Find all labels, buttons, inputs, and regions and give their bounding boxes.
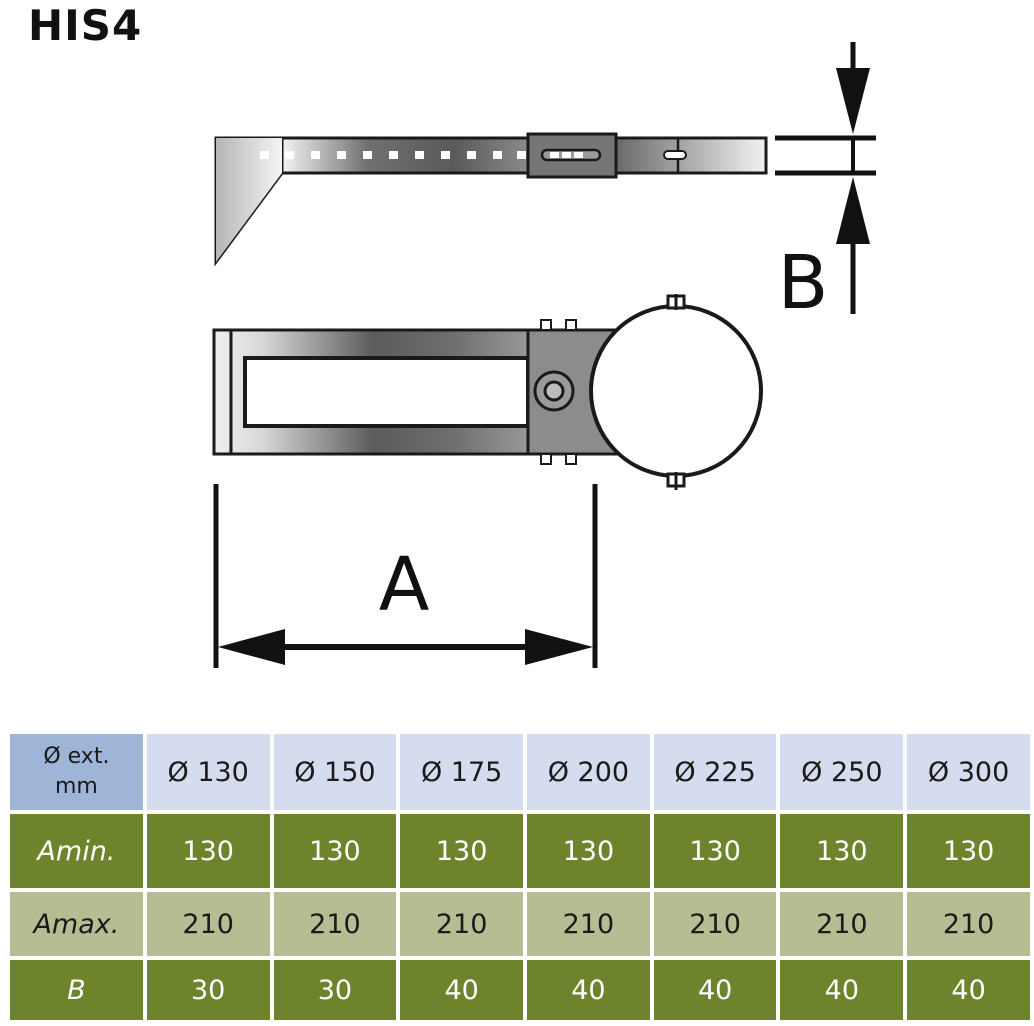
table-cell: 210: [273, 892, 397, 956]
header-diameter-cell: Ø 300: [907, 734, 1030, 810]
dimension-a: A: [213, 484, 598, 668]
table-cell: 210: [146, 892, 270, 956]
table-cell: 40: [400, 960, 524, 1020]
table-cell: 40: [527, 960, 650, 1020]
header-diameter-cell: Ø 250: [780, 734, 904, 810]
top-view-assembly: [212, 294, 763, 490]
table-cell: 130: [400, 814, 524, 888]
header-diameter-cell: Ø 130: [146, 734, 270, 810]
slot-holes: [260, 151, 526, 159]
product-title: HIS4: [28, 1, 143, 50]
technical-drawing: A B: [212, 42, 876, 668]
table-cell: 210: [780, 892, 904, 956]
table-cell: 210: [527, 892, 650, 956]
header-diameter-cell: Ø 200: [527, 734, 650, 810]
bracket-end: [614, 136, 768, 175]
dimension-b-label: B: [778, 240, 829, 326]
arrow-a-left: [218, 629, 285, 665]
pipe-ring: [589, 304, 763, 478]
table-cell: 40: [907, 960, 1030, 1020]
table-cell: 130: [527, 814, 650, 888]
frame-window: [243, 356, 530, 428]
table-row-b: B 30 30 40 40 40 40 40: [10, 960, 1030, 1020]
table-cell: 210: [907, 892, 1030, 956]
ring-bottom-tab: [666, 472, 686, 490]
row-label-amin: Amin.: [10, 814, 143, 888]
table-cell: 130: [273, 814, 397, 888]
table-cell: 130: [907, 814, 1030, 888]
bracket-leg-overlay: [216, 138, 282, 262]
table-cell: 210: [400, 892, 524, 956]
arrow-b-bottom: [836, 177, 870, 244]
header-corner-line-1: Ø ext.: [43, 744, 110, 769]
table-header-row: Ø ext. mm Ø 130 Ø 150 Ø 175 Ø 200 Ø 225 …: [10, 734, 1030, 810]
header-diameter-cell: Ø 150: [273, 734, 397, 810]
table-cell: 30: [273, 960, 397, 1020]
dimensions-table: Ø ext. mm Ø 130 Ø 150 Ø 175 Ø 200 Ø 225 …: [6, 730, 1034, 1024]
table-cell: 30: [146, 960, 270, 1020]
row-label-b: B: [10, 960, 143, 1020]
table-cell: 40: [653, 960, 777, 1020]
header-diameter-cell: Ø 175: [400, 734, 524, 810]
dimension-a-label: A: [379, 542, 430, 628]
dimension-b: B: [775, 42, 876, 326]
side-view-bracket: [214, 132, 768, 267]
bracket-arm: [280, 136, 530, 175]
table-cell: 130: [653, 814, 777, 888]
header-corner-cell: Ø ext. mm: [10, 734, 143, 810]
table-cell: 40: [780, 960, 904, 1020]
table-cell: 210: [653, 892, 777, 956]
header-corner-line-2: mm: [54, 774, 98, 799]
arrow-b-top: [836, 68, 870, 134]
table-cell: 130: [780, 814, 904, 888]
row-label-amax: Amax.: [10, 892, 143, 956]
bolt-inner: [543, 380, 565, 402]
table-cell: 130: [146, 814, 270, 888]
table-row-amin: Amin. 130 130 130 130 130 130 130: [10, 814, 1030, 888]
ring-top-tab: [666, 294, 686, 310]
table-row-amax: Amax. 210 210 210 210 210 210 210: [10, 892, 1030, 956]
arrow-a-right: [525, 629, 593, 665]
header-diameter-cell: Ø 225: [653, 734, 777, 810]
